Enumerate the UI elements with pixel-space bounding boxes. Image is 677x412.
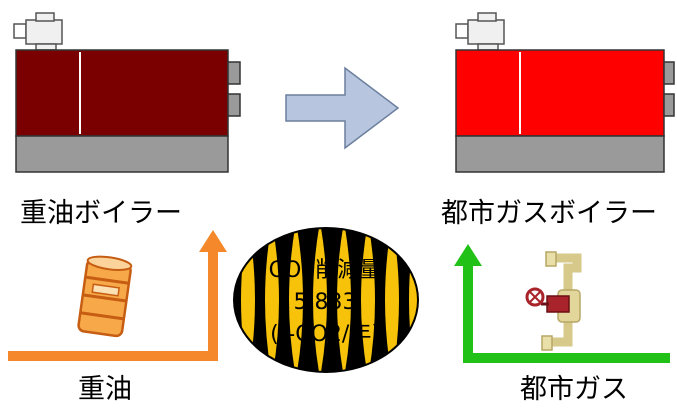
left-boiler-base bbox=[15, 135, 229, 173]
heavy-oil-supply-arrow bbox=[8, 230, 227, 361]
ellipse-stripe bbox=[265, 228, 279, 372]
right-boiler-base bbox=[455, 135, 665, 173]
co2-reduction-value: 5,833 bbox=[293, 290, 357, 315]
ellipse-stripe bbox=[361, 228, 375, 372]
ellipse-stripe bbox=[313, 228, 327, 372]
city-gas-label: 都市ガス bbox=[520, 374, 628, 405]
right-boiler-body bbox=[455, 49, 665, 137]
oil-drum-icon bbox=[77, 255, 133, 338]
transition-arrow bbox=[285, 66, 400, 150]
right-boiler bbox=[455, 12, 675, 173]
co2-reduction-title: CO2削減量 bbox=[268, 258, 382, 283]
city-gas-boiler-label: 都市ガスボイラー bbox=[441, 198, 657, 229]
left-boiler-body bbox=[15, 49, 229, 137]
city-gas-supply-arrow bbox=[454, 244, 670, 363]
left-boiler bbox=[13, 12, 241, 173]
co2-reduction-unit: (t-CO2/年) bbox=[270, 322, 380, 347]
heavy-oil-label: 重油 bbox=[78, 374, 132, 405]
heavy-oil-boiler-label: 重油ボイラー bbox=[20, 198, 182, 229]
gas-valve-icon bbox=[525, 251, 582, 351]
ellipse-stripe bbox=[289, 228, 303, 372]
ellipse-stripe bbox=[385, 228, 399, 372]
ellipse-stripe bbox=[337, 228, 351, 372]
